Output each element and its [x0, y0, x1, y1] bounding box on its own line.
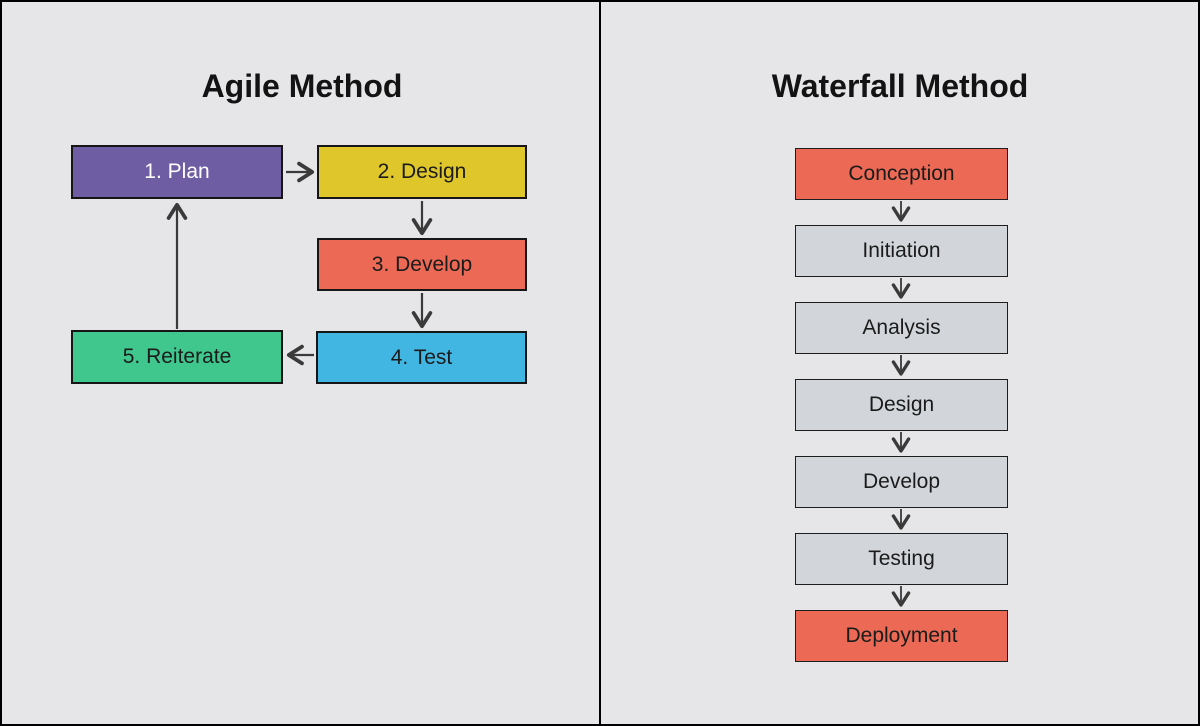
agile-node-develop: 3. Develop: [317, 238, 527, 291]
waterfall-node-develop-label: Develop: [862, 470, 941, 493]
waterfall-node-analysis-label: Analysis: [862, 316, 941, 339]
agile-node-test-label: 4. Test: [390, 345, 453, 369]
agile-node-design: 2. Design: [317, 145, 527, 199]
waterfall-node-develop: Develop: [795, 456, 1008, 508]
agile-node-develop-label: 3. Develop: [371, 252, 473, 276]
panel-divider: [599, 2, 601, 724]
waterfall-node-design: Design: [795, 379, 1008, 431]
waterfall-panel-title: Waterfall Method: [771, 68, 1029, 104]
waterfall-node-conception-label: Conception: [848, 162, 955, 185]
agile-node-reiterate: 5. Reiterate: [71, 330, 283, 384]
waterfall-node-design-label: Design: [868, 393, 935, 416]
waterfall-node-analysis: Analysis: [795, 302, 1008, 354]
agile-node-plan-label: 1. Plan: [144, 160, 210, 183]
agile-node-reiterate-label: 5. Reiterate: [122, 345, 232, 368]
waterfall-node-testing-label: Testing: [868, 547, 935, 570]
waterfall-node-deployment-label: Deployment: [845, 624, 958, 647]
agile-panel-title: Agile Method: [201, 68, 403, 104]
waterfall-node-testing: Testing: [795, 533, 1008, 585]
waterfall-node-initiation-label: Initiation: [862, 239, 941, 262]
agile-node-test: 4. Test: [316, 331, 527, 384]
agile-node-plan: 1. Plan: [71, 145, 283, 199]
waterfall-node-deployment: Deployment: [795, 610, 1008, 662]
agile-node-design-label: 2. Design: [377, 160, 467, 183]
waterfall-node-initiation: Initiation: [795, 225, 1008, 277]
waterfall-node-conception: Conception: [795, 148, 1008, 200]
